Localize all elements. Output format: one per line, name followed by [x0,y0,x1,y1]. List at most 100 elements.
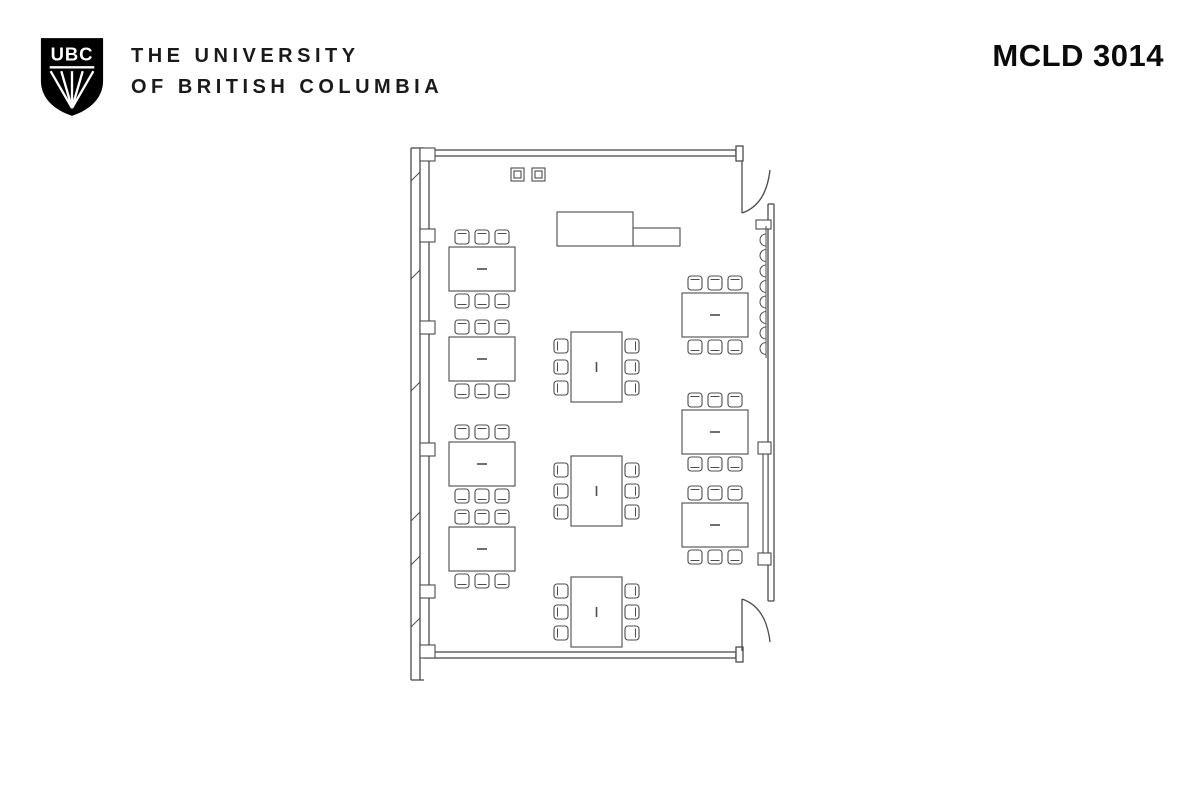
table-group [553,455,640,527]
coat-hook-icon [759,280,767,293]
table [681,502,749,548]
coat-hook-icon [759,326,767,340]
chair [624,359,640,375]
table-group [448,319,516,399]
door-bottom-right [741,598,771,651]
chair [707,456,723,472]
wall-column [419,442,436,457]
chair [707,549,723,565]
chair [494,424,510,440]
chair [624,462,640,478]
chair [687,485,703,501]
chair [727,392,743,408]
chair [474,424,490,440]
coat-hook-icon [759,264,767,278]
wall-right [767,203,775,602]
wall-top [423,149,737,157]
chair [727,549,743,565]
coat-hook-icon [759,342,767,355]
chair [624,583,640,599]
chair [553,504,569,520]
chair [454,573,470,589]
chair [454,383,470,399]
chair [553,604,569,620]
table-group [448,509,516,589]
chair [494,293,510,309]
wall-panel [762,447,769,557]
hook-rail-cap [755,219,772,230]
room-code-label: MCLD 3014 [992,38,1164,73]
university-name-line1: THE UNIVERSITY [131,45,360,67]
window-mullion-tick [410,511,421,522]
chair [707,485,723,501]
chair [494,509,510,525]
chair [553,583,569,599]
window-mullion-tick [410,555,421,566]
chair [687,549,703,565]
logo-crest-rays [49,66,95,109]
window-wall [410,148,430,680]
coat-hook-icon [759,311,767,324]
window-mullion-tick [410,171,421,182]
window-mullion-tick [410,381,421,392]
logo-text: UBC [51,43,94,64]
chair [454,319,470,335]
chair [474,573,490,589]
podium [556,211,634,247]
chair [553,338,569,354]
wall-column [419,320,436,335]
table-group [553,331,640,403]
chair [553,380,569,396]
chair [494,383,510,399]
chair [687,339,703,355]
wall-post-top [735,145,744,162]
coat-hook-icon [759,249,767,262]
ubc-logo-icon: UBC [40,38,104,116]
window-mullion-tick [410,617,421,628]
table-group [681,275,749,355]
coat-hook-icon [759,295,767,309]
chair [553,462,569,478]
chair [624,504,640,520]
chair [474,229,490,245]
window-mullion-tick [410,269,421,280]
chair [474,488,490,504]
equipment-box-inner [513,170,522,179]
chair [727,456,743,472]
coat-hook-icon [759,233,767,247]
chair [553,359,569,375]
chair [624,604,640,620]
chair [687,392,703,408]
table-group [553,576,640,648]
chair [553,483,569,499]
wall-post-bottom [735,646,744,663]
chair [454,424,470,440]
chair [624,625,640,641]
wall-column [419,584,436,599]
chair [687,275,703,291]
chair [624,338,640,354]
furniture-layer [448,167,749,648]
chair [707,275,723,291]
table-group [448,229,516,309]
chair [474,509,490,525]
wall-panel-cap [757,441,772,455]
chair [494,573,510,589]
chair [624,483,640,499]
chair [494,319,510,335]
chair [454,293,470,309]
table-group [681,485,749,565]
chair [494,488,510,504]
wall-column [419,228,436,243]
chair [687,456,703,472]
chair [474,383,490,399]
wall-bottom [423,651,737,659]
wall-column [419,147,436,162]
table-group [448,424,516,504]
chair [707,392,723,408]
chair [707,339,723,355]
chair [474,293,490,309]
equipment-box-inner [534,170,543,179]
wall-panel-cap [757,552,772,566]
